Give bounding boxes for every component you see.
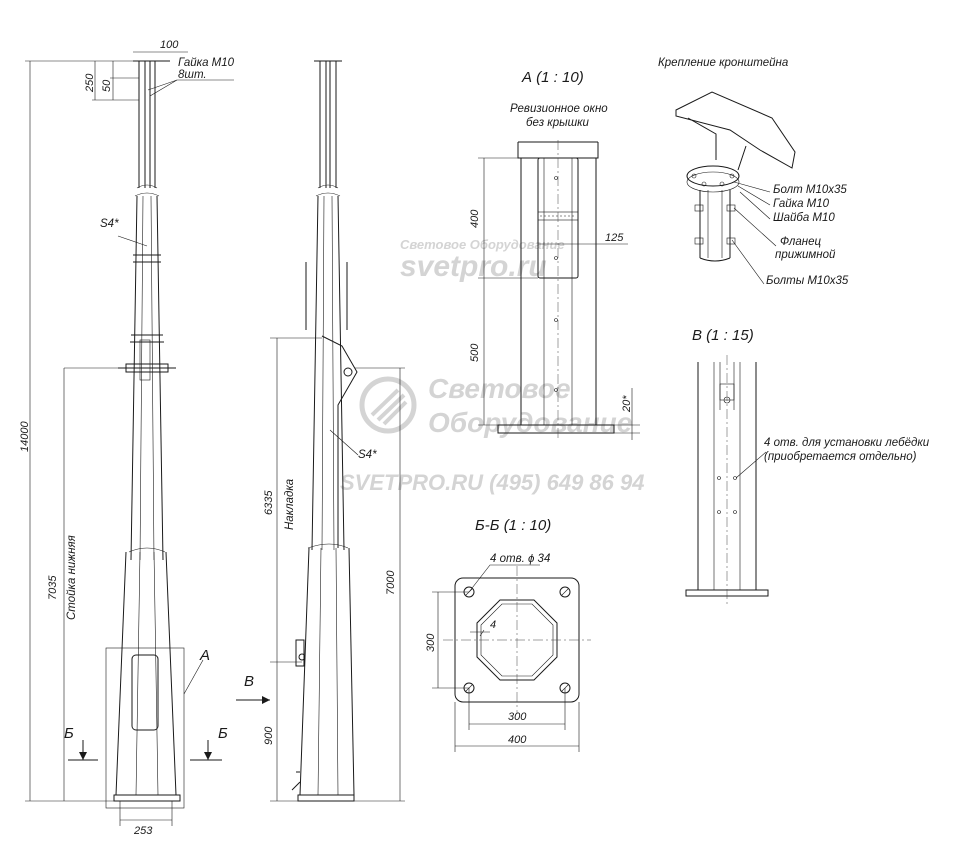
dim-253: 253: [133, 825, 153, 837]
front-view-dimensions: 100 250 50 14000 7035 Стойка нижняя 253 …: [19, 39, 270, 837]
dim-14000: 14000: [19, 421, 31, 452]
label-inspection-1: Ревизионное окно: [510, 103, 608, 115]
dim-50: 50: [101, 79, 113, 92]
dim-400-horizontal: 400: [508, 734, 527, 746]
pole-front-view: [68, 60, 222, 809]
dim-125: 125: [605, 232, 624, 244]
watermark-text: Световое Оборудование: [400, 237, 565, 252]
detail-b: В (1 : 15) 4 отв. для установки лебёдки …: [685, 327, 930, 604]
label-flange-1: Фланец: [780, 236, 821, 248]
mark-a: А: [199, 647, 210, 664]
dim-300-horizontal: 300: [508, 711, 527, 723]
watermark-text: SVETPRO.RU (495) 649 86 94: [340, 470, 644, 495]
dim-300-vertical: 300: [425, 633, 437, 652]
label-holes-34: 4 отв. ϕ 34: [490, 553, 550, 565]
dim-900: 900: [263, 726, 275, 745]
mark-v: В: [244, 673, 254, 690]
title-section-bb: Б-Б (1 : 10): [475, 517, 551, 534]
pole-side-view: [291, 60, 358, 802]
mark-b-left: Б: [64, 725, 74, 742]
dim-7000: 7000: [385, 570, 397, 595]
dim-500: 500: [469, 343, 481, 362]
title-bracket: Крепление кронштейна: [658, 57, 788, 69]
label-washer-m10: Шайба М10: [773, 212, 835, 224]
label-bolts-m10x35: Болты М10х35: [766, 275, 849, 287]
detail-a: А (1 : 10) Ревизионное окно без крышки 4…: [469, 69, 640, 440]
label-flange-2: прижимной: [775, 249, 836, 261]
label-nut-m10: Гайка М10: [178, 57, 235, 69]
watermark-text: Световое: [428, 373, 571, 404]
mark-b-right: Б: [218, 725, 228, 742]
title-detail-a: А (1 : 10): [521, 69, 584, 86]
label-s4-b: S4*: [358, 449, 377, 461]
label-lower-post: Стойка нижняя: [66, 535, 78, 620]
watermark: Световое Оборудование svetpro.ru Светово…: [340, 237, 644, 495]
section-bb: Б-Б (1 : 10) 4 отв. ϕ 34 4 300 300 400: [425, 517, 591, 752]
watermark-text: svetpro.ru: [400, 250, 547, 283]
dim-100: 100: [160, 39, 179, 51]
bracket-mount-view: Крепление кронштейна Болт М10х35 Гайка М…: [658, 57, 849, 287]
label-s4-a: S4*: [100, 218, 119, 230]
dim-4: 4: [490, 619, 496, 631]
label-nut-m10-b: Гайка М10: [773, 198, 830, 210]
watermark-logo-icon: [359, 376, 417, 434]
label-holes-1: 4 отв. для установки лебёдки: [764, 437, 930, 449]
label-holes-2: (приобретается отдельно): [764, 451, 917, 463]
label-overlay: Накладка: [284, 479, 296, 530]
dim-6335: 6335: [263, 490, 275, 515]
label-inspection-2: без крышки: [526, 117, 590, 129]
dim-7035: 7035: [47, 575, 59, 600]
dim-400-vertical: 400: [469, 209, 481, 228]
dim-20: 20*: [621, 395, 633, 413]
label-nut-qty: 8шт.: [178, 69, 207, 81]
dim-250: 250: [84, 73, 96, 93]
label-bolt-m10x35: Болт М10х35: [773, 184, 847, 196]
title-detail-b: В (1 : 15): [692, 327, 754, 344]
side-view-dimensions: 6335 Накладка 900 7000 S4*: [263, 337, 405, 802]
